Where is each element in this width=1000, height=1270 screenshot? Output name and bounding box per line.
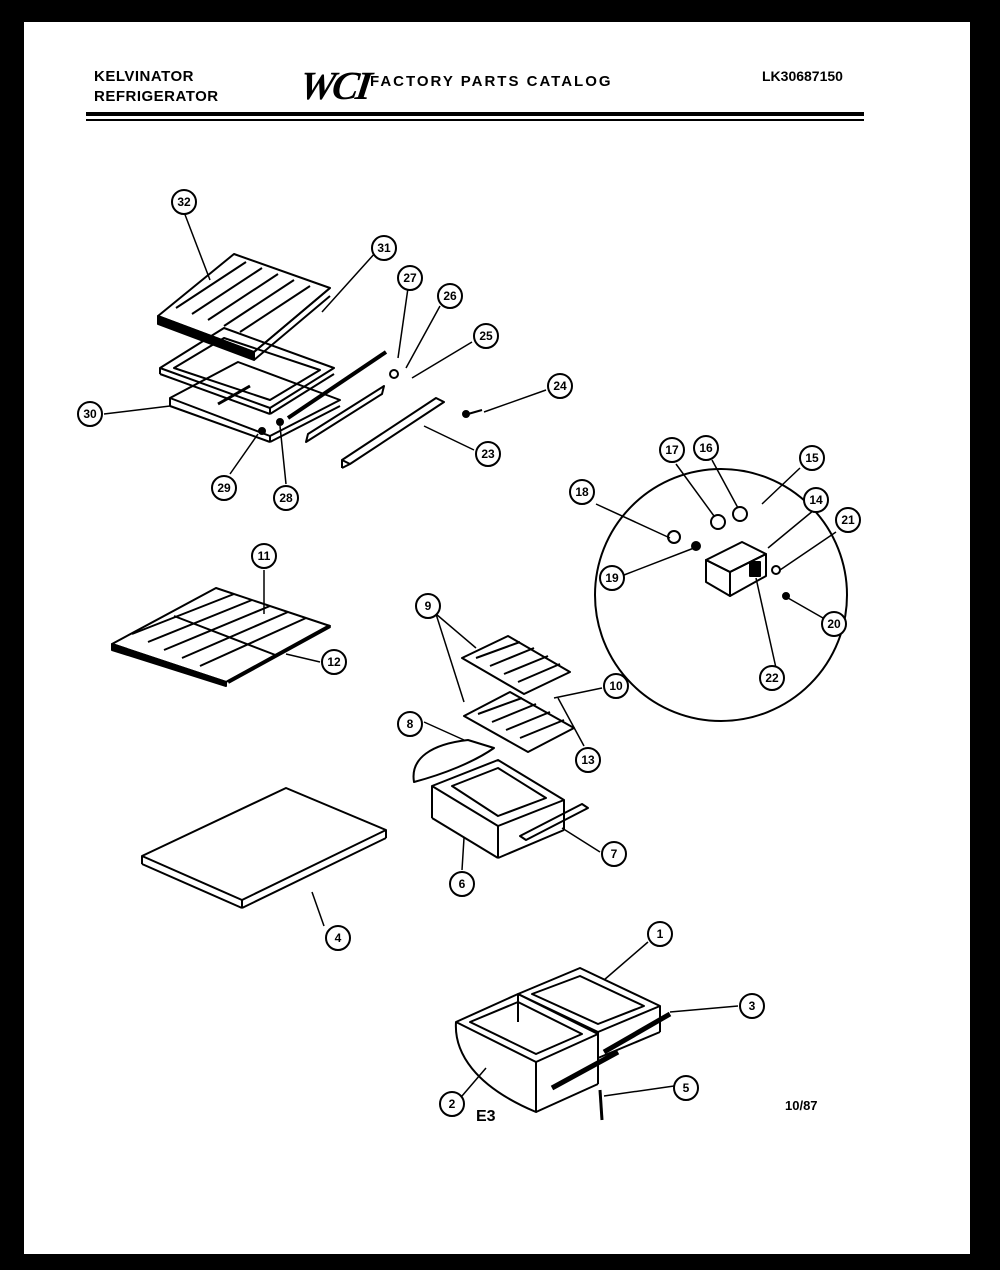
svg-text:4: 4 xyxy=(335,931,342,945)
callout-27: 27 xyxy=(397,265,423,291)
svg-text:14: 14 xyxy=(809,493,823,507)
callout-5: 5 xyxy=(673,1075,699,1101)
callout-19: 19 xyxy=(599,565,625,591)
callout-9: 9 xyxy=(415,593,441,619)
part-8-cover xyxy=(412,739,495,783)
svg-text:26: 26 xyxy=(443,289,457,303)
part-7-rail xyxy=(519,803,589,841)
callout-13: 13 xyxy=(575,747,601,773)
svg-text:12: 12 xyxy=(327,655,341,669)
part-5-pin xyxy=(598,1089,604,1121)
part-rail-lower xyxy=(550,1049,620,1091)
header-rule xyxy=(86,112,864,116)
callout-1: 1 xyxy=(647,921,673,947)
svg-text:9: 9 xyxy=(425,599,432,613)
callout-29: 29 xyxy=(211,475,237,501)
part-2-crisper xyxy=(454,993,599,1113)
callout-31: 31 xyxy=(371,235,397,261)
svg-text:3: 3 xyxy=(749,999,756,1013)
svg-text:19: 19 xyxy=(605,571,619,585)
svg-text:6: 6 xyxy=(459,877,466,891)
svg-text:13: 13 xyxy=(581,753,595,767)
svg-text:11: 11 xyxy=(258,549,271,563)
svg-text:16: 16 xyxy=(699,441,713,455)
callouts: 32 31 27 26 25 30 24 23 29 28 17 16 15 1… xyxy=(77,189,861,1117)
part-31-tray xyxy=(159,327,335,415)
callout-4: 4 xyxy=(325,925,351,951)
callout-15: 15 xyxy=(799,445,825,471)
callout-12: 12 xyxy=(321,649,347,675)
part-11-wire-shelf xyxy=(111,587,331,687)
callout-30: 30 xyxy=(77,401,103,427)
svg-text:20: 20 xyxy=(827,617,841,631)
part-23-bracket xyxy=(341,397,445,469)
catalog-date: 10/87 xyxy=(785,1098,818,1113)
svg-text:10: 10 xyxy=(609,679,623,693)
callout-11: 11 xyxy=(251,543,277,569)
svg-text:17: 17 xyxy=(665,443,679,457)
brand-name: KELVINATOR xyxy=(94,68,195,85)
svg-text:7: 7 xyxy=(611,847,618,861)
callout-7: 7 xyxy=(601,841,627,867)
svg-text:1: 1 xyxy=(657,927,664,941)
callout-18a: 18 xyxy=(569,479,595,505)
svg-text:23: 23 xyxy=(481,447,495,461)
part-rail-upper xyxy=(286,350,388,443)
part-6-pan xyxy=(431,759,565,859)
svg-text:18: 18 xyxy=(575,485,589,499)
callout-14: 14 xyxy=(803,487,829,513)
part-3-rail xyxy=(602,1011,672,1055)
callout-2: 2 xyxy=(439,1091,465,1117)
svg-text:5: 5 xyxy=(683,1081,690,1095)
catalog-title: FACTORY PARTS CATALOG xyxy=(370,73,613,90)
part-4-glass-shelf xyxy=(141,787,387,909)
parts-sheet: KELVINATOR REFRIGERATOR WCI FACTORY PART… xyxy=(24,22,970,1254)
svg-text:30: 30 xyxy=(83,407,97,421)
svg-text:22: 22 xyxy=(765,671,779,685)
svg-text:29: 29 xyxy=(217,481,231,495)
header-rule-thin xyxy=(86,119,864,121)
page-number: E3 xyxy=(476,1108,496,1125)
callout-24: 24 xyxy=(547,373,573,399)
callout-28: 28 xyxy=(273,485,299,511)
callout-23: 23 xyxy=(475,441,501,467)
svg-text:8: 8 xyxy=(407,717,414,731)
svg-text:27: 27 xyxy=(403,271,417,285)
callout-22: 22 xyxy=(759,665,785,691)
leader-lines xyxy=(103,211,837,1097)
svg-text:25: 25 xyxy=(479,329,493,343)
part-32-grille xyxy=(157,253,331,361)
callout-21: 21 xyxy=(835,507,861,533)
svg-text:21: 21 xyxy=(841,513,855,527)
callout-25: 25 xyxy=(473,323,499,349)
part-9-shelf xyxy=(461,635,571,695)
callout-10: 10 xyxy=(603,673,629,699)
callout-3: 3 xyxy=(739,993,765,1019)
svg-text:32: 32 xyxy=(177,195,191,209)
callout-32: 32 xyxy=(171,189,197,215)
callout-8: 8 xyxy=(397,711,423,737)
product-type: REFRIGERATOR xyxy=(94,88,219,105)
callout-17: 17 xyxy=(659,437,685,463)
svg-text:15: 15 xyxy=(805,451,819,465)
part-14-housing xyxy=(705,541,767,597)
svg-text:31: 31 xyxy=(377,241,391,255)
svg-text:2: 2 xyxy=(449,1097,456,1111)
exploded-parts-drawing: 32 31 27 26 25 30 24 23 29 28 17 16 15 1… xyxy=(77,189,861,1121)
callout-16: 16 xyxy=(693,435,719,461)
svg-text:28: 28 xyxy=(279,491,293,505)
callout-26: 26 xyxy=(437,283,463,309)
callout-6: 6 xyxy=(449,871,475,897)
callout-20: 20 xyxy=(821,611,847,637)
model-code: LK30687150 xyxy=(762,68,843,84)
svg-text:24: 24 xyxy=(553,379,567,393)
